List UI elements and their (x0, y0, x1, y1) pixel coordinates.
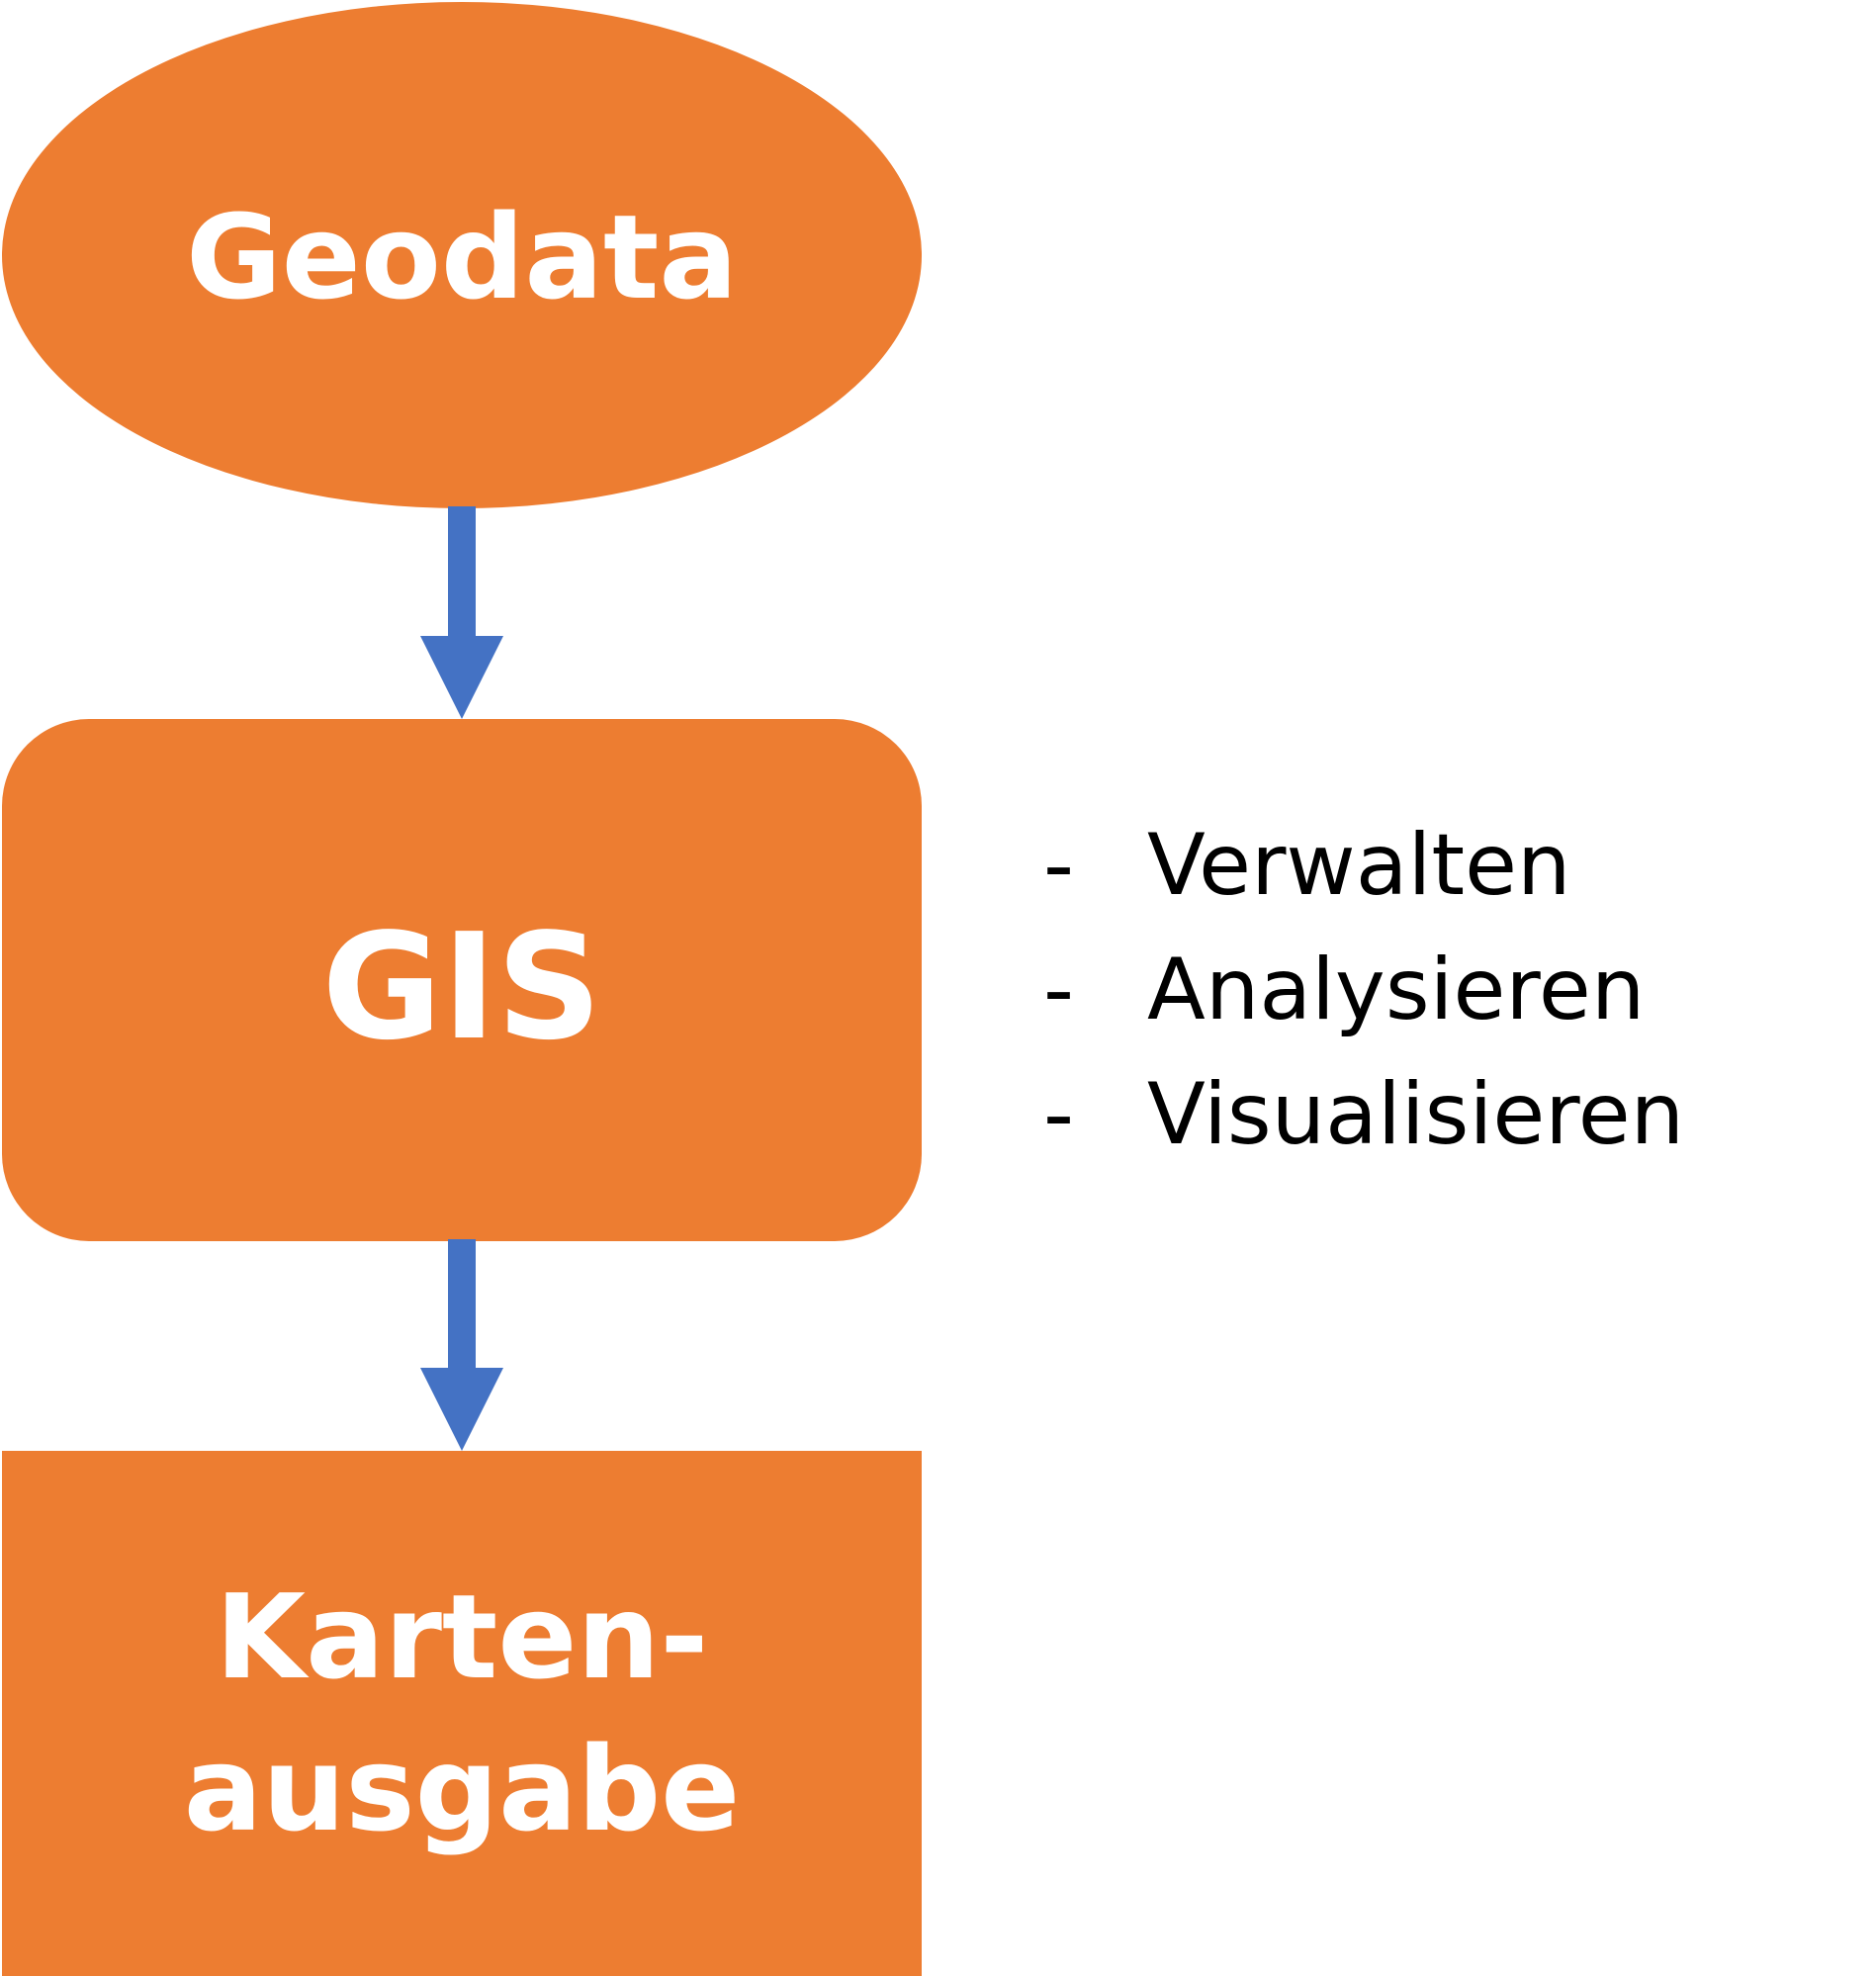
list-dash: - (1043, 941, 1075, 1039)
list-item: - Visualisieren (1043, 1052, 1684, 1177)
kartenausgabe-label-line1: Karten- (216, 1569, 709, 1705)
arrow-shaft (448, 506, 476, 638)
list-item-label: Visualisieren (1147, 1065, 1685, 1164)
list-item: - Analysieren (1043, 928, 1684, 1052)
geodata-label: Geodata (186, 189, 738, 325)
gis-label: GIS (321, 902, 601, 1072)
list-item-label: Verwalten (1147, 816, 1571, 915)
arrow-head (420, 636, 503, 719)
arrow-shaft (448, 1239, 476, 1370)
kartenausgabe-box (2, 1451, 922, 1976)
list-dash: - (1043, 1065, 1075, 1164)
gis-functions-list: - Verwalten - Analysieren - Visualisiere… (1043, 803, 1684, 1177)
gis-box (2, 719, 922, 1241)
arrow-head (420, 1368, 503, 1451)
node-geodata: Geodata (2, 2, 922, 508)
node-gis: GIS (2, 719, 922, 1241)
node-kartenausgabe: Karten- ausgabe (2, 1451, 922, 1976)
list-dash: - (1043, 816, 1075, 915)
arrow-gis-to-output (420, 1239, 503, 1451)
geodata-ellipse (2, 2, 922, 508)
kartenausgabe-label-line2: ausgabe (184, 1721, 740, 1857)
arrow-geodata-to-gis (420, 506, 503, 719)
list-item: - Verwalten (1043, 803, 1684, 928)
list-item-label: Analysieren (1147, 941, 1646, 1039)
